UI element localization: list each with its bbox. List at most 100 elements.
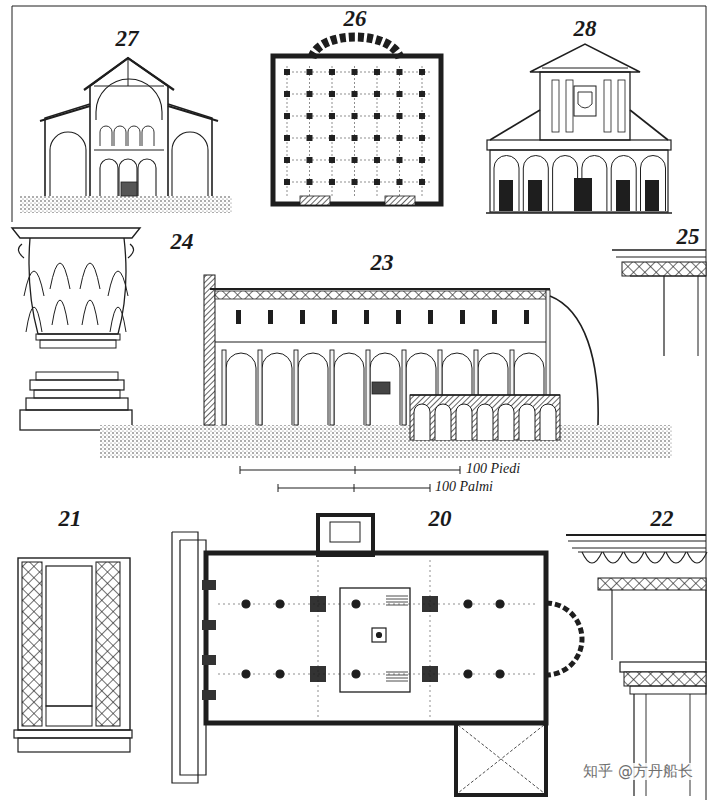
scotia <box>34 390 120 398</box>
doorway <box>645 180 659 211</box>
ground <box>100 425 672 458</box>
acanthus-leaf <box>50 263 70 289</box>
aisle-arch <box>172 132 208 196</box>
figure-number: 20 <box>429 507 452 530</box>
grid-line <box>284 160 430 161</box>
crypt-arch <box>477 404 493 440</box>
neck <box>40 340 116 348</box>
aisle-roof <box>168 106 218 121</box>
north-chapel <box>318 515 373 555</box>
sill <box>18 738 130 752</box>
pediment-base <box>542 68 628 69</box>
egg-moulding <box>666 552 686 563</box>
clerestory-window <box>236 310 241 324</box>
side-roof <box>490 110 540 140</box>
presbytery-floor <box>410 394 560 395</box>
scale-tick <box>240 466 241 474</box>
roof <box>84 58 174 90</box>
clerestory-window <box>396 310 401 324</box>
scale-tick <box>430 484 431 492</box>
volute <box>18 244 133 258</box>
clerestory-window <box>268 310 273 324</box>
pilaster <box>566 80 573 132</box>
crypt-arch <box>540 404 556 440</box>
roof-beams <box>215 291 547 299</box>
abacus <box>12 228 140 238</box>
plate-frame <box>12 6 706 800</box>
step <box>386 605 408 606</box>
figure-number: 25 <box>677 225 700 248</box>
gallery-arch <box>114 126 126 146</box>
grid-line <box>287 66 288 196</box>
pilaster-line <box>690 694 691 796</box>
pilaster <box>618 80 625 132</box>
step <box>386 602 408 603</box>
main-door <box>574 178 592 211</box>
frieze-line <box>705 590 706 660</box>
step <box>386 596 408 597</box>
scale-tick <box>460 466 461 474</box>
column <box>258 350 262 425</box>
scale-tick <box>278 484 279 492</box>
column <box>222 350 226 425</box>
acanthus-leaf <box>24 271 44 296</box>
watermark: 知乎 @方丹船长 <box>580 763 696 780</box>
step <box>386 675 408 676</box>
clerestory-window <box>428 310 433 324</box>
egg-moulding <box>582 552 602 563</box>
arcade-arch <box>119 159 137 196</box>
egg-moulding <box>624 552 644 563</box>
vault-rib <box>458 725 544 793</box>
plate-frame <box>12 6 13 222</box>
facade-arch <box>553 156 578 212</box>
pediment <box>530 44 640 72</box>
capital-band <box>630 686 706 694</box>
altar-dot <box>377 633 382 638</box>
altar <box>121 182 137 196</box>
bell <box>29 238 126 334</box>
dentil-band <box>598 578 706 590</box>
grid-line <box>377 66 378 196</box>
step <box>386 672 408 673</box>
wall-pier <box>202 620 216 630</box>
facade-arch <box>494 156 519 212</box>
cornice <box>616 256 706 257</box>
pilaster-line <box>633 694 634 796</box>
acanthus-leaf <box>110 307 126 332</box>
aisle-roof <box>40 106 90 121</box>
scale-tick <box>354 484 355 492</box>
scale-bar <box>240 469 460 470</box>
grid-line <box>354 66 355 196</box>
column <box>294 350 298 425</box>
cornice <box>572 548 706 549</box>
acanthus-leaf <box>52 300 68 325</box>
end-wall <box>204 275 215 425</box>
clerestory-window <box>524 310 529 324</box>
cornice <box>612 249 706 251</box>
step <box>386 599 408 600</box>
acanthus-leaf <box>26 307 42 332</box>
astragal <box>36 334 120 340</box>
gallery-arch <box>100 126 112 146</box>
corbel-row <box>622 262 706 276</box>
upper-storey <box>540 72 630 140</box>
facade-arch <box>611 156 636 212</box>
grid-line <box>332 66 333 196</box>
wall-pier <box>202 690 216 700</box>
grid-line <box>422 66 423 196</box>
vault-rib <box>458 725 544 793</box>
figure-number: 22 <box>651 507 674 530</box>
aisle-arch <box>50 132 86 196</box>
capital-band <box>624 672 706 686</box>
roof-line <box>210 288 550 290</box>
nave-arch <box>370 353 400 425</box>
plan-wall <box>273 56 441 204</box>
choir-enclosure <box>340 588 410 692</box>
plan-wall <box>206 553 546 723</box>
scale-label: 100 Palmi <box>433 480 495 494</box>
pilaster <box>552 80 559 132</box>
grid-line <box>284 72 430 73</box>
grid-line <box>430 560 431 718</box>
doorway <box>616 180 630 211</box>
torus <box>26 398 128 410</box>
